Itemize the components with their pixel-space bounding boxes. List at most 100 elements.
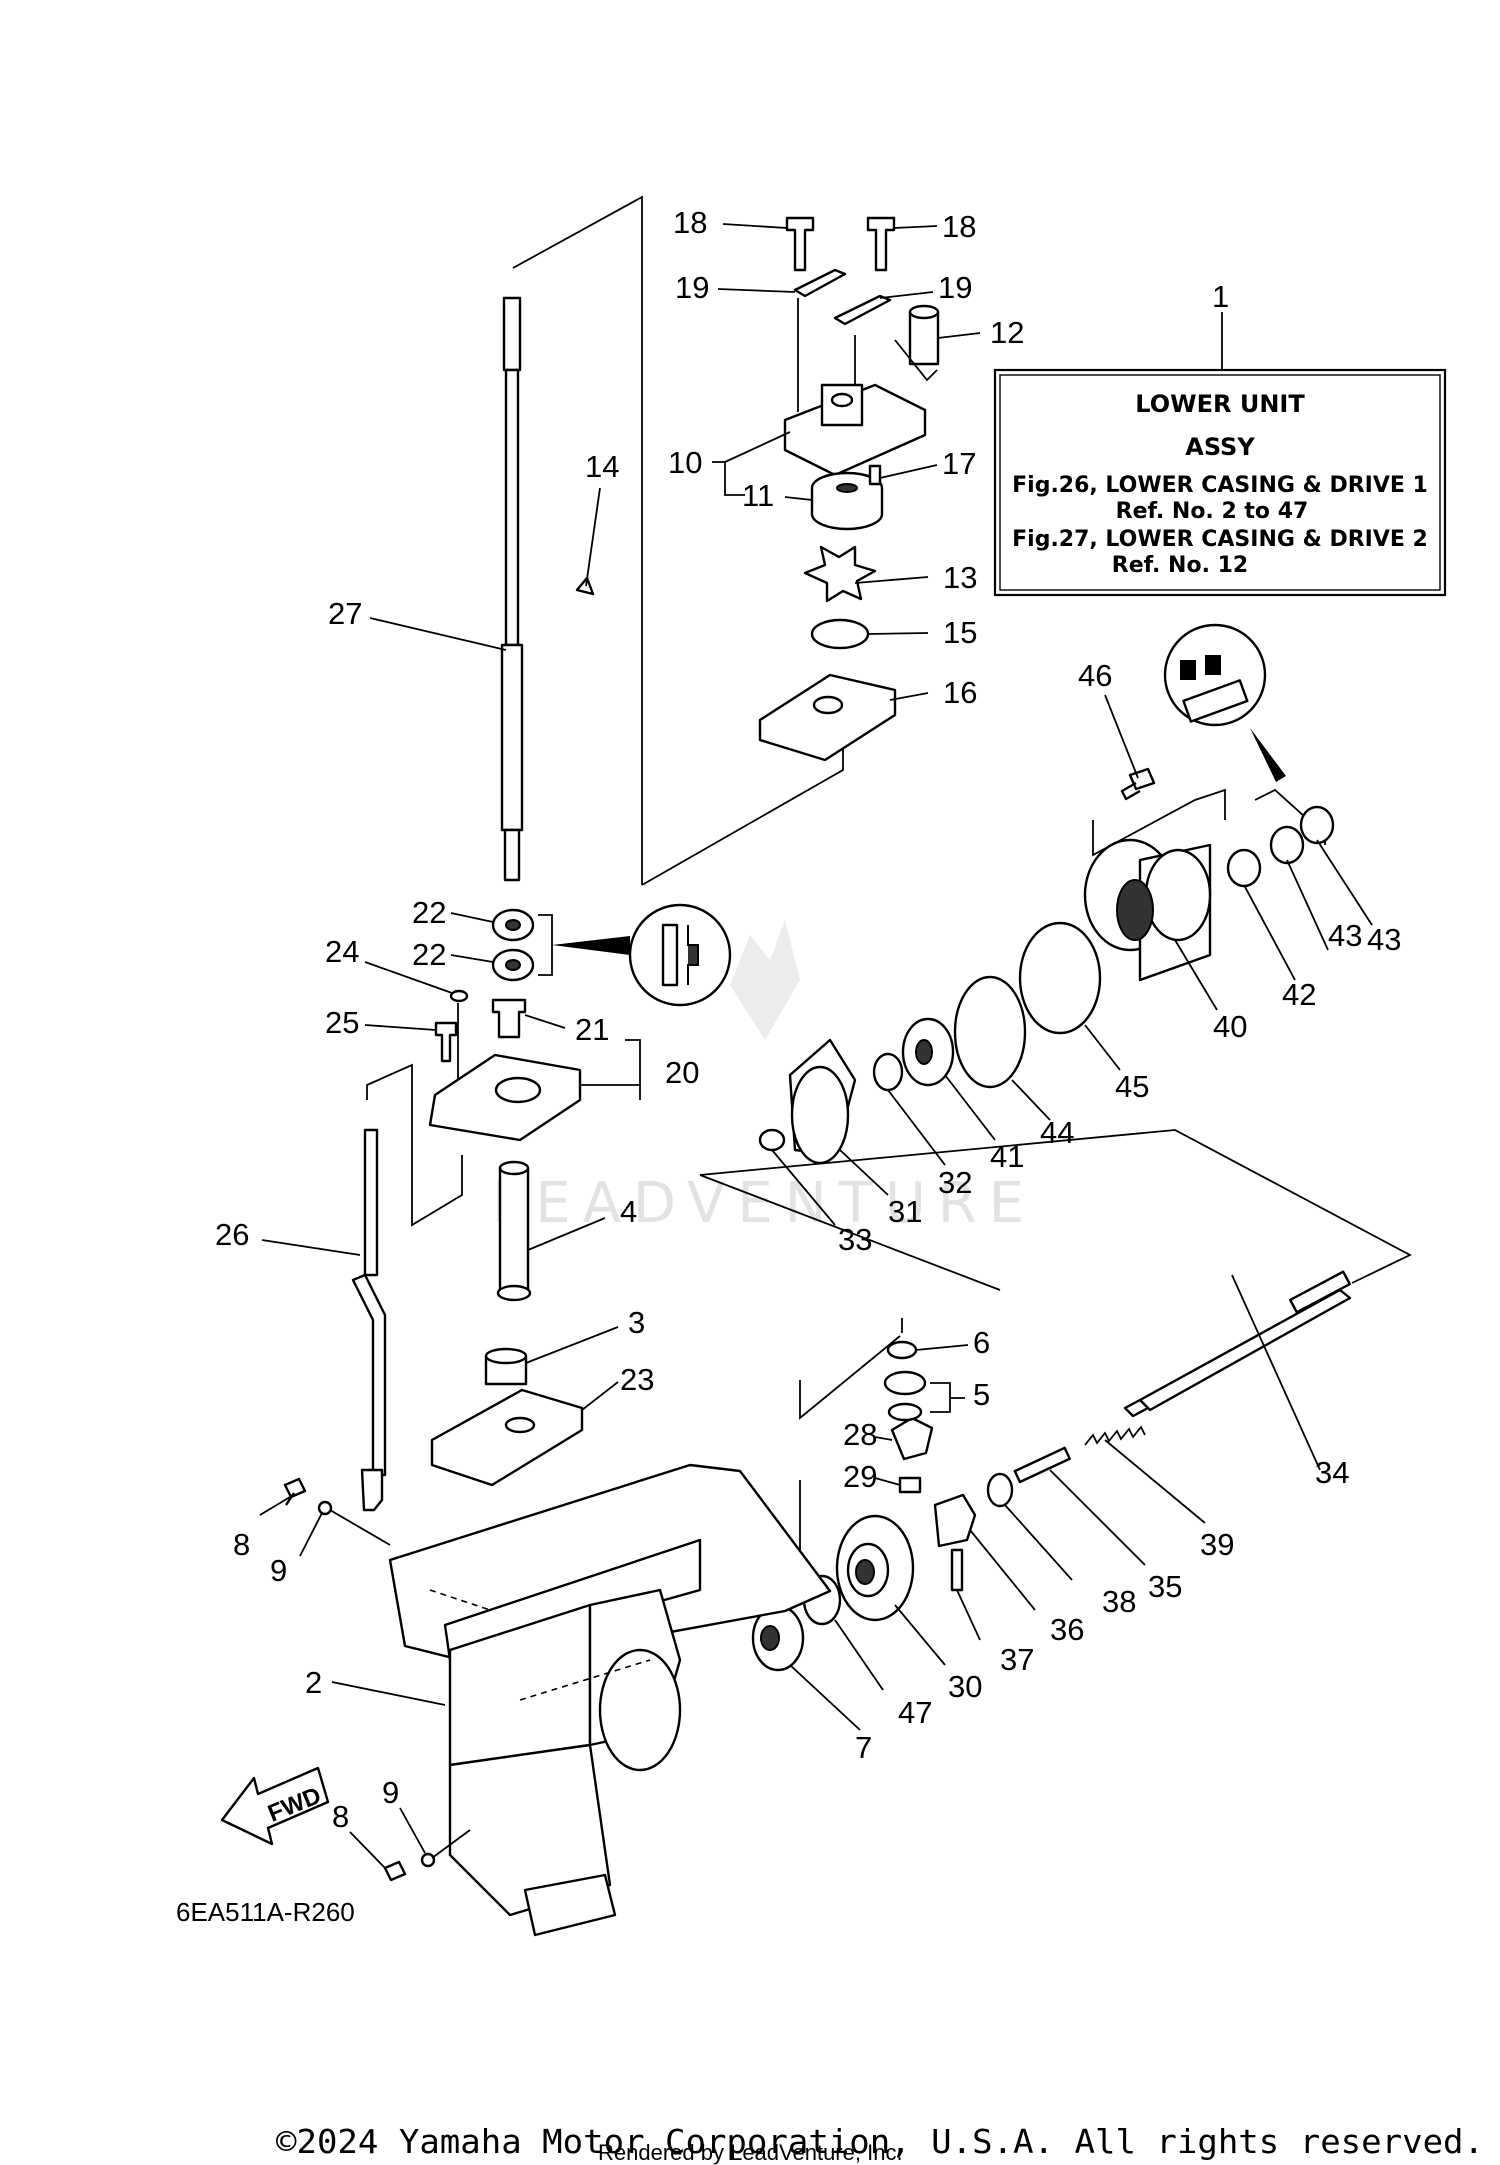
pin-17 bbox=[868, 464, 882, 486]
label-part-28: 28 bbox=[843, 1417, 877, 1452]
bolt-46 bbox=[1120, 767, 1156, 801]
label-part-42: 42 bbox=[1282, 977, 1316, 1012]
label-part-41: 41 bbox=[990, 1139, 1024, 1174]
label-part-20: 20 bbox=[665, 1055, 699, 1090]
label-part-11: 11 bbox=[742, 478, 774, 513]
label-part-38: 38 bbox=[1102, 1584, 1136, 1619]
label-part-9-lower: 9 bbox=[382, 1775, 399, 1810]
seal-43-b bbox=[1299, 805, 1335, 845]
sleeve-12 bbox=[908, 310, 940, 366]
washer-5 bbox=[887, 1402, 923, 1422]
ring-38 bbox=[986, 1472, 1014, 1508]
part-labels: 18 18 19 19 12 10 11 17 14 13 27 15 16 4… bbox=[215, 205, 1401, 1834]
drive-shaft-group bbox=[351, 195, 844, 1512]
label-part-3: 3 bbox=[628, 1305, 645, 1340]
label-part-7: 7 bbox=[855, 1730, 872, 1765]
drive-shaft-lower bbox=[500, 643, 524, 832]
watermark-text: LEADVENTURE bbox=[492, 1171, 1036, 1236]
label-part-14: 14 bbox=[585, 449, 619, 484]
assy-line-2: ASSY bbox=[1185, 433, 1255, 461]
water-pump-group bbox=[712, 216, 940, 762]
label-part-12: 12 bbox=[990, 315, 1024, 350]
propeller-shaft bbox=[1138, 1288, 1352, 1412]
label-part-30: 30 bbox=[948, 1669, 982, 1704]
bolt-18-right bbox=[866, 216, 896, 272]
fwd-arrow-icon: FWD bbox=[220, 1766, 330, 1846]
shift-rod-upper bbox=[363, 1128, 379, 1277]
label-part-8-lower: 8 bbox=[332, 1799, 349, 1834]
label-part-17: 17 bbox=[942, 446, 976, 481]
label-part-25: 25 bbox=[325, 1005, 359, 1040]
label-part-16: 16 bbox=[943, 675, 977, 710]
pinion-28 bbox=[890, 1416, 934, 1461]
label-part-10: 10 bbox=[668, 445, 702, 480]
shift-rod bbox=[351, 1273, 387, 1477]
seal-43-a bbox=[1269, 825, 1305, 865]
bolt-8-upper bbox=[283, 1477, 307, 1506]
label-part-39: 39 bbox=[1200, 1527, 1234, 1562]
label-part-36: 36 bbox=[1050, 1612, 1084, 1647]
label-part-21: 21 bbox=[575, 1012, 609, 1047]
diagram-code: 6EA511A-R260 bbox=[176, 1897, 355, 1927]
label-part-19-right: 19 bbox=[938, 270, 972, 305]
propeller-shaft-group bbox=[751, 1270, 1352, 1672]
thrust-bearing bbox=[883, 1370, 927, 1396]
label-part-5: 5 bbox=[973, 1377, 990, 1412]
water-tube bbox=[498, 1166, 530, 1295]
shim-33 bbox=[758, 1128, 786, 1152]
plate-19-left bbox=[793, 268, 847, 298]
label-part-43-b: 43 bbox=[1367, 922, 1401, 957]
insert-cartridge bbox=[810, 471, 884, 531]
outer-plate-cartridge bbox=[758, 673, 897, 762]
spring-39 bbox=[1084, 1425, 1146, 1446]
label-part-19-left: 19 bbox=[675, 270, 709, 305]
drive-shaft-spline-bottom bbox=[503, 828, 521, 882]
assy-line-6: Ref. No. 12 bbox=[1112, 553, 1248, 578]
dog-clutch bbox=[933, 1493, 977, 1548]
grease-callout-circle bbox=[628, 903, 732, 1007]
woodruff-key bbox=[575, 576, 595, 596]
assy-info-box: LOWER UNIT ASSY Fig.26, LOWER CASING & D… bbox=[993, 312, 1447, 597]
label-part-15: 15 bbox=[943, 615, 977, 650]
bolt-8-lower bbox=[383, 1860, 407, 1882]
label-part-1: 1 bbox=[1212, 279, 1229, 314]
label-part-43-a: 43 bbox=[1328, 918, 1362, 953]
o-ring-15 bbox=[810, 618, 870, 650]
plate-19-right bbox=[833, 294, 892, 326]
assy-line-1: LOWER UNIT bbox=[1135, 390, 1305, 418]
pin-37 bbox=[950, 1548, 964, 1592]
bolt-25 bbox=[434, 1021, 458, 1063]
drive-shaft-spline-top bbox=[502, 296, 522, 372]
label-part-45: 45 bbox=[1115, 1069, 1149, 1104]
o-ring-45 bbox=[1018, 921, 1102, 1035]
pump-housing bbox=[783, 383, 927, 477]
copyright-text: ©2024 Yamaha Motor Corporation, U.S.A. A… bbox=[276, 2122, 1484, 2161]
label-part-8-upper: 8 bbox=[233, 1527, 250, 1562]
label-part-46: 46 bbox=[1078, 658, 1112, 693]
label-part-29: 29 bbox=[843, 1459, 877, 1494]
label-part-18-left: 18 bbox=[673, 205, 707, 240]
shift-rod-end bbox=[360, 1468, 384, 1512]
label-part-22-lower: 22 bbox=[412, 937, 446, 972]
label-part-40: 40 bbox=[1213, 1009, 1247, 1044]
label-part-6: 6 bbox=[973, 1325, 990, 1360]
impeller bbox=[803, 545, 877, 603]
o-ring-44 bbox=[953, 975, 1027, 1089]
watermark: LEADVENTURE bbox=[492, 920, 1036, 1236]
pin bbox=[449, 989, 469, 1003]
bolt-18-left bbox=[785, 216, 815, 272]
assy-line-3: Fig.26, LOWER CASING & DRIVE 1 bbox=[1012, 473, 1428, 498]
label-part-27: 27 bbox=[328, 596, 362, 631]
label-part-4: 4 bbox=[620, 1194, 637, 1229]
label-part-18-right: 18 bbox=[942, 209, 976, 244]
washer-9-lower bbox=[420, 1852, 436, 1868]
rendered-by-text: Rendered by LeadVenture, Inc. bbox=[598, 2140, 903, 2165]
label-part-47: 47 bbox=[898, 1695, 932, 1730]
label-part-37: 37 bbox=[1000, 1642, 1034, 1677]
label-part-13: 13 bbox=[943, 560, 977, 595]
leader-lines bbox=[259, 223, 1373, 1869]
label-part-26: 26 bbox=[215, 1217, 249, 1252]
bearing-housing-group bbox=[699, 623, 1412, 1291]
label-part-34: 34 bbox=[1315, 1455, 1349, 1490]
